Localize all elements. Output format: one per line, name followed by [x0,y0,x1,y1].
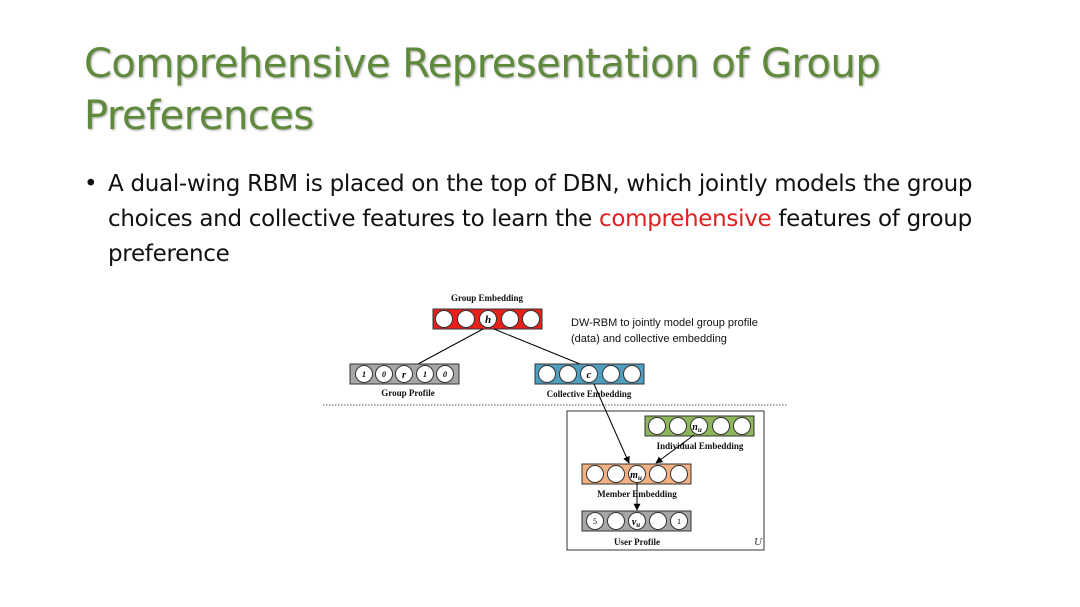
plate-box [566,410,765,551]
user-value-right: 1 [677,517,681,526]
user-profile-layer: 5 vu 1 [581,510,692,532]
profile-value-5: 0 [443,370,447,379]
collective-embedding-label: Collective Embedding [547,389,632,399]
bullet-text-start: A dual-wing RBM is placed on the top of … [108,171,973,232]
bullet-marker: • [84,171,98,197]
caption-line-2: (data) and collective embedding [571,333,727,345]
bullet-text: A dual-wing RBM is placed on the top of … [108,167,1014,272]
group-profile-layer: 1 0 r 1 0 [349,363,460,385]
bullet-highlight: comprehensive [599,206,772,232]
group-embedding-layer: h [432,308,543,330]
plate-label: U [754,536,763,548]
node-h: h [485,314,491,326]
edge-h-collective [493,328,581,365]
individual-embedding-layer: nu [644,415,755,437]
profile-value-1: 1 [362,370,366,379]
node-v: vu [632,517,640,529]
user-value-left: 5 [593,517,597,526]
dw-rbm-diagram: Group Embedding h DW-RBM to jointly mode… [323,293,788,551]
user-profile-label: User Profile [614,537,660,547]
slide-title: Comprehensive Representation of Group Pr… [84,41,881,139]
collective-embedding-layer: c [534,363,645,385]
group-embedding-label: Group Embedding [451,293,524,303]
edge-h-profile [417,328,484,365]
node-m: mu [630,470,642,482]
caption-line-1: DW-RBM to jointly model group profile [571,317,758,329]
member-embedding-layer: mu [581,463,692,485]
profile-value-3: r [402,370,406,381]
arrow-collective-to-member [593,383,630,464]
bullet-text-end: features of group preference [108,206,972,267]
node-c: c [587,369,592,381]
arrow-individual-to-member [655,434,695,464]
profile-value-2: 0 [382,370,386,379]
node-n: nu [692,422,702,434]
bullet-item: • A dual-wing RBM is placed on the top o… [84,167,1014,272]
group-profile-label: Group Profile [381,388,434,398]
individual-embedding-label: Individual Embedding [657,441,744,451]
profile-value-4: 1 [423,370,427,379]
